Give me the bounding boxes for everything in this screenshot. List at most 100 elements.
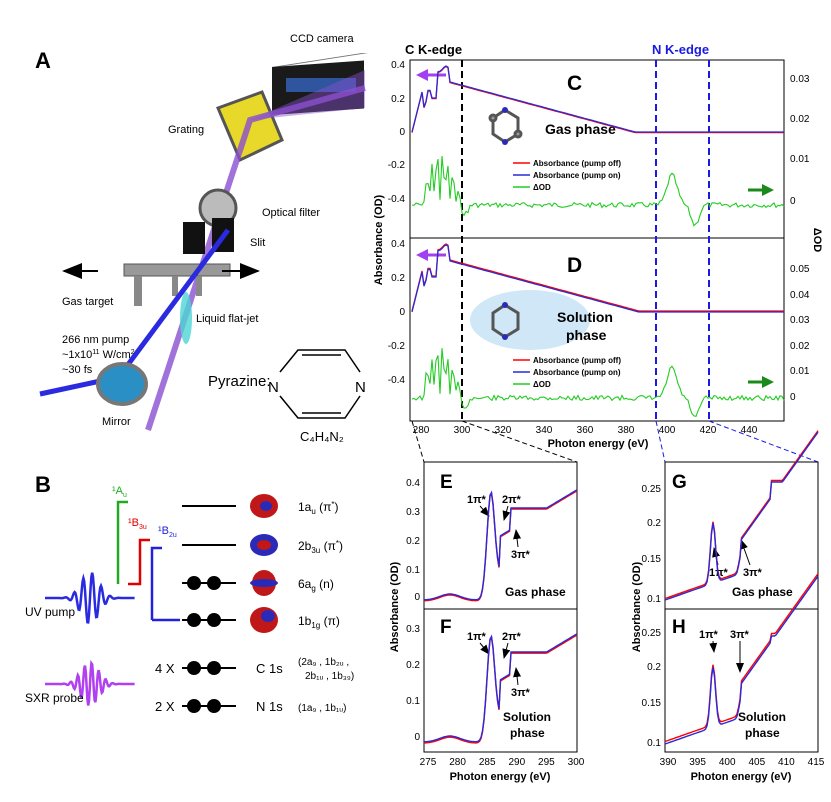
cd-xtick: 400 [659, 425, 676, 436]
panel-g-letter: G [672, 472, 687, 493]
e-ytick: 0.4 [406, 478, 420, 489]
d-ytick: 0.4 [391, 239, 405, 250]
h-ytick: 0.15 [642, 698, 662, 709]
state-1b3u-label: ¹B3u [128, 517, 147, 531]
slit-label: Slit [250, 237, 265, 249]
pyrazine-structure [279, 349, 361, 419]
gh-xtick: 395 [689, 757, 706, 768]
d-ytick-right: 0.05 [790, 264, 810, 275]
f-ytick: 0.2 [406, 660, 420, 671]
panel-h-solution: Solution [738, 710, 786, 724]
axis-arrow-right-d [748, 376, 774, 388]
panel-e-gas-label: Gas phase [505, 585, 566, 599]
ef-xtick: 275 [420, 757, 437, 768]
d-ytick-right: 0.03 [790, 315, 810, 326]
cd-xlabel: Photon energy (eV) [548, 438, 649, 450]
c-spectrum-pump-on [411, 65, 784, 133]
uv-pump-pulse [45, 572, 135, 624]
panel-h-frame [664, 608, 819, 753]
ccd-label: CCD camera [290, 33, 354, 45]
n1s-orbitals: (1a₉ , 1b₁ᵤ) [298, 703, 346, 714]
c1s-orbitals: (2a₉ , 1b₂ᵤ , [298, 657, 349, 668]
panel-cd: C K-edge N K-edge C D Gas phase Solution… [373, 42, 823, 463]
panel-c-gas-label: Gas phase [545, 121, 616, 137]
d-ytick: -0.2 [388, 341, 406, 352]
cd-xtick: 440 [741, 425, 758, 436]
ef-xtick: 295 [538, 757, 555, 768]
c-ytick: 0 [399, 127, 405, 138]
f-label-2pi: 2π* [502, 631, 522, 643]
f-ytick: 0.1 [406, 696, 420, 707]
gh-xtick: 405 [748, 757, 765, 768]
c-edge-label: C K-edge [405, 42, 462, 57]
panel-e-letter: E [440, 472, 453, 493]
d-ytick: 0.2 [391, 273, 405, 284]
molecule-solution [491, 302, 520, 340]
ef-xtick: 300 [568, 757, 585, 768]
c-delta-od [411, 156, 785, 227]
panel-c-letter: C [567, 72, 582, 95]
g-ytick: 0.2 [647, 518, 661, 529]
transition-1b2u [150, 546, 162, 620]
axis-arrow-left-c [416, 69, 446, 81]
flat-jet-label: Liquid flat-jet [196, 313, 258, 325]
pyrazine-formula: C₄H₄N₂ [300, 429, 344, 444]
h-ytick: 0.2 [647, 662, 661, 673]
e-label-2pi: 2π* [502, 494, 522, 506]
e-ytick: 0.3 [406, 507, 420, 518]
filter-label: Optical filter [262, 207, 320, 219]
ef-xtick: 280 [449, 757, 466, 768]
pump-beam-in [39, 377, 106, 397]
ef-ylabel: Absorbance (OD) [389, 561, 401, 652]
e-ytick: 0 [414, 592, 420, 603]
pyrazine-n-left: N [268, 379, 279, 396]
f-ytick: 0 [414, 732, 420, 743]
orbital-label-6ag: 6ag (n) [298, 577, 334, 593]
e-label-1pi: 1π* [467, 494, 487, 506]
g-ytick: 0.25 [642, 484, 662, 495]
uv-pump-label: UV pump [25, 605, 75, 619]
e-spectrum-pump-on [423, 489, 578, 601]
pump-intensity: ~1x1011 W/cm2 [62, 349, 135, 361]
panel-h-letter: H [672, 617, 686, 638]
h-label-1pi: 1π* [699, 629, 719, 641]
cd-xtick: 340 [536, 425, 553, 436]
panel-f-frame [423, 608, 578, 753]
c-ytick-right: 0 [790, 196, 796, 207]
d-ytick: 0 [399, 307, 405, 318]
transition-1au [116, 500, 128, 584]
mirror [96, 362, 148, 406]
gas-target-label: Gas target [62, 296, 113, 308]
panel-d-solution-label: Solution [557, 309, 613, 325]
c-ytick: -0.2 [388, 160, 406, 171]
grating-label: Grating [168, 124, 204, 136]
gh-xtick: 415 [808, 757, 825, 768]
panel-a-letter: A [35, 48, 51, 73]
c1s-label: C 1s [256, 661, 283, 676]
h-spectrum-pump-on [664, 575, 819, 745]
cd-xtick: 320 [495, 425, 512, 436]
transition-1b3u [128, 538, 150, 586]
molecule-gas [488, 107, 523, 145]
h-label-3pi: 3π* [730, 629, 750, 641]
g-ytick: 0.15 [642, 554, 662, 565]
c-ytick: 0.2 [391, 94, 405, 105]
c1s-orbitals-2: 2b₁ᵤ , 1b₃₉) [305, 671, 354, 682]
panel-b-levels: B ¹Au ¹B3u ¹B2u 1au (π*) 2b3u (π*) 6ag (… [25, 472, 354, 714]
n1s-label: N 1s [256, 699, 283, 714]
panel-gh: G H Gas phase Solution phase 1π* 3π* 1π*… [631, 430, 825, 783]
pump-duration: ~30 fs [62, 364, 93, 376]
state-1b2u-label: ¹B2u [158, 525, 177, 539]
h-spectrum-pump-off [664, 573, 819, 743]
pyrazine-n-right: N [355, 379, 366, 396]
f-label-1pi: 1π* [467, 631, 487, 643]
panel-f-solution: Solution [503, 710, 551, 724]
ef-xtick: 290 [508, 757, 525, 768]
c-ytick-right: 0.02 [790, 114, 810, 125]
sxr-probe-label: SXR probe [25, 691, 84, 705]
legend-d-pump-off: Absorbance (pump off) [533, 356, 621, 365]
legend-d: Absorbance (pump off) Absorbance (pump o… [513, 356, 621, 389]
pump-beam [115, 228, 231, 380]
